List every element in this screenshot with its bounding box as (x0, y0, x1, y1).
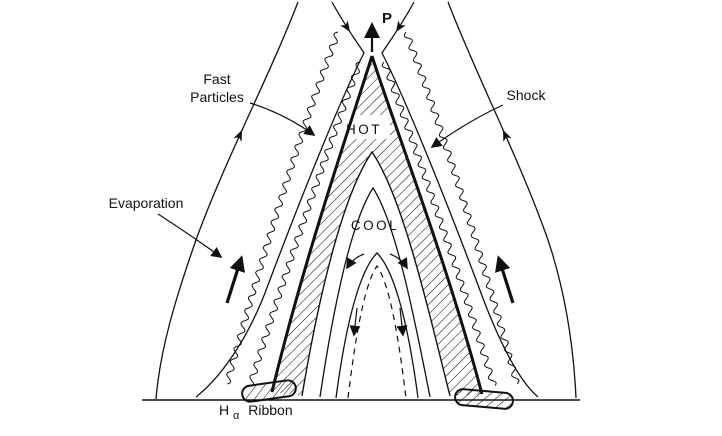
h-alpha-ribbon-right (454, 388, 514, 410)
downflow-arrow-apex-right (389, 253, 408, 270)
outer-field-line-left (155, 1, 299, 400)
inner-open-field-line-right (381, 1, 539, 398)
inner-open-field-line-left (195, 1, 365, 398)
shock-front-left (270, 55, 374, 393)
inflow-arrow-left (340, 20, 350, 32)
outer-field-line-right (447, 1, 577, 399)
h-alpha-ribbon-left (241, 379, 297, 403)
shock-pointer-arrow (430, 104, 504, 148)
label-ribbon-h: H (219, 402, 229, 418)
intermediate-loop (319, 186, 431, 398)
fast-particles-pointer-arrow (249, 102, 316, 136)
label-h-alpha-ribbon: H α Ribbon (219, 402, 293, 422)
hot-region-inner-boundary-loop (301, 150, 451, 397)
downflow-arrow-leg-right (396, 307, 408, 337)
label-ribbon-alpha: α (233, 410, 240, 422)
label-fast: Fast (203, 71, 230, 87)
label-particles: Particles (190, 89, 244, 105)
label-ribbon-word: Ribbon (248, 402, 292, 418)
evaporation-upflow-arrow-left (225, 255, 245, 304)
label-hot: HOT (346, 122, 382, 137)
shock-front-right (370, 55, 484, 395)
hot-region-hatched (272, 56, 482, 396)
label-apex-p: P (382, 10, 392, 27)
field-line-direction-arrow-right-outer (503, 130, 512, 142)
inflow-arrow-right (396, 20, 406, 32)
downflow-arrow-apex-left (346, 253, 365, 270)
label-shock: Shock (507, 87, 547, 103)
fast-particle-wavy-line-right-outer (403, 31, 520, 385)
label-cool: COOL (351, 218, 399, 233)
fast-particle-wavy-line-left-inner (249, 61, 361, 387)
label-evaporation: Evaporation (109, 195, 184, 211)
cool-loop (335, 252, 419, 399)
field-line-direction-arrow-left-outer (233, 130, 242, 142)
evaporation-upflow-arrow-right (495, 255, 515, 304)
downflow-arrow-leg-left (349, 307, 361, 337)
cool-loop-dashed-field-line (347, 264, 407, 399)
fast-particle-wavy-line-right-inner (381, 61, 497, 386)
evaporation-pointer-arrow (157, 213, 223, 258)
fast-particle-wavy-line-left-outer (226, 31, 339, 385)
